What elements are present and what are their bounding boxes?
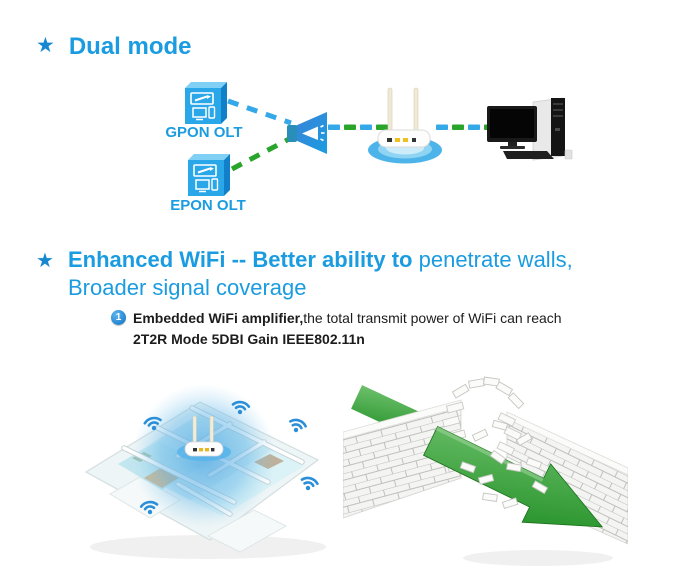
splitter-megaphone-icon — [287, 112, 327, 154]
wifi-icon — [139, 500, 159, 515]
arched-bricks-over-gap — [451, 376, 525, 410]
feature-text-regular: the total transmit power of WiFi can rea… — [303, 310, 562, 326]
epon-olt-label: EPON OLT — [170, 197, 246, 214]
wall-penetration-illustration — [343, 376, 628, 566]
dual-mode-title: Dual mode — [68, 33, 192, 60]
star-bullet-icon: ★ — [36, 250, 54, 272]
epon-olt-icon — [188, 154, 230, 196]
router-icon — [368, 87, 442, 164]
wifi-icon — [289, 418, 307, 433]
gpon-olt-label: GPON OLT — [165, 124, 242, 141]
epon-to-splitter-link — [230, 135, 293, 172]
flying-brick-debris — [459, 419, 549, 510]
brick-wall-right — [496, 411, 628, 545]
splitter-to-router-link — [328, 124, 388, 130]
house-shadow — [90, 535, 326, 559]
feature-text: Embedded WiFi amplifier,the total transm… — [133, 308, 603, 350]
wifi-icon — [300, 476, 319, 491]
dual-mode-network-diagram: GPON OLT EPON OLT — [165, 82, 573, 214]
wifi-signal-icons — [139, 400, 319, 515]
dual-mode-section-header: ★ Dual mode — [36, 33, 192, 61]
number-1-badge: 1 — [111, 310, 126, 325]
arrow-shadow — [463, 550, 613, 566]
gpon-olt-icon — [185, 82, 227, 124]
feature-text-line2: 2T2R Mode 5DBI Gain IEEE802.11n — [133, 331, 365, 347]
center-router-icon — [177, 415, 231, 461]
enhanced-wifi-title: Enhanced WiFi -- Better ability to penet… — [68, 246, 648, 302]
star-bullet-icon: ★ — [36, 34, 55, 57]
wifi-icon — [231, 400, 251, 415]
brick-wall-left — [343, 399, 467, 519]
feature-bullet: 1 Embedded WiFi amplifier,the total tran… — [111, 308, 603, 350]
feature-text-bold: Embedded WiFi amplifier, — [133, 310, 304, 326]
enhanced-wifi-title-regular: penetrate walls, — [418, 247, 573, 272]
house-wifi-coverage-illustration — [84, 384, 326, 559]
wifi-icon — [143, 416, 162, 431]
enhanced-wifi-title-line2: Broader signal coverage — [68, 275, 307, 300]
gpon-to-splitter-link — [227, 98, 292, 126]
enhanced-wifi-title-bold: Enhanced WiFi -- Better ability to — [68, 247, 419, 272]
desktop-computer-icon — [487, 97, 573, 161]
